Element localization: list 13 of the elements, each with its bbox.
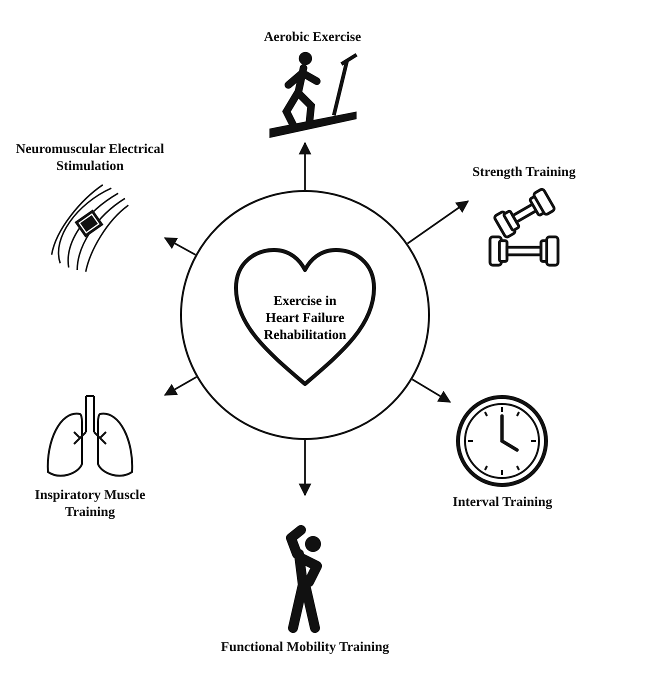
arrow [164,376,197,396]
arrow [164,237,196,256]
node-title: Inspiratory Muscle Training [34,486,146,520]
node-title: Neuromuscular Electrical Stimulation [15,140,165,174]
arrow [412,378,452,403]
arrow [298,142,312,190]
arrow [298,440,312,496]
node-title: Aerobic Exercise [264,28,362,45]
node-title: Strength Training [472,163,576,180]
node-title: Functional Mobility Training [220,638,390,655]
arrow [407,200,470,244]
node-title: Interval Training [452,493,552,510]
center-title: Exercise in Heart Failure Rehabilitation [262,292,348,343]
